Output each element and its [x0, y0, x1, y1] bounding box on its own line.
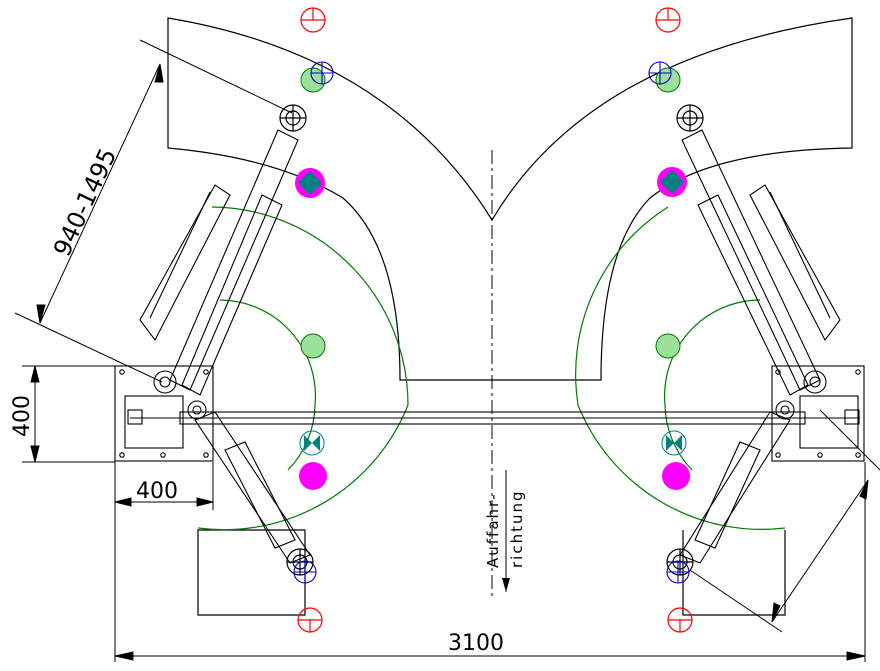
overall-width-dimension [114, 462, 866, 662]
base-width-label: 400 [136, 479, 178, 504]
arm-length-dimension [14, 39, 293, 383]
right-upper-arm [681, 129, 841, 420]
vehicle-outline-upper [167, 17, 853, 381]
direction-label-line2: richtung [508, 489, 526, 568]
base-height-dimension [22, 365, 115, 463]
lift-points [295, 167, 690, 490]
right-lower-arm [679, 411, 791, 564]
left-upper-arm [139, 129, 299, 420]
left-column-base [114, 365, 214, 462]
blue-markers [293, 61, 690, 584]
left-lower-arm [194, 411, 311, 564]
right-diagonal-dimension [689, 409, 880, 633]
arm-length-label: 940-1495 [48, 144, 122, 261]
direction-indicator: Auffahr- richtung [484, 470, 526, 592]
arm-pads [279, 104, 704, 576]
direction-label-line1: Auffahr- [484, 492, 502, 568]
red-markers [297, 7, 693, 633]
base-height-label: 400 [10, 395, 35, 437]
overall-width-label: 3100 [448, 631, 504, 656]
cross-beam [127, 409, 860, 425]
right-column-base [771, 365, 865, 462]
arm-swing-arcs [197, 206, 786, 531]
green-pads [300, 67, 681, 359]
